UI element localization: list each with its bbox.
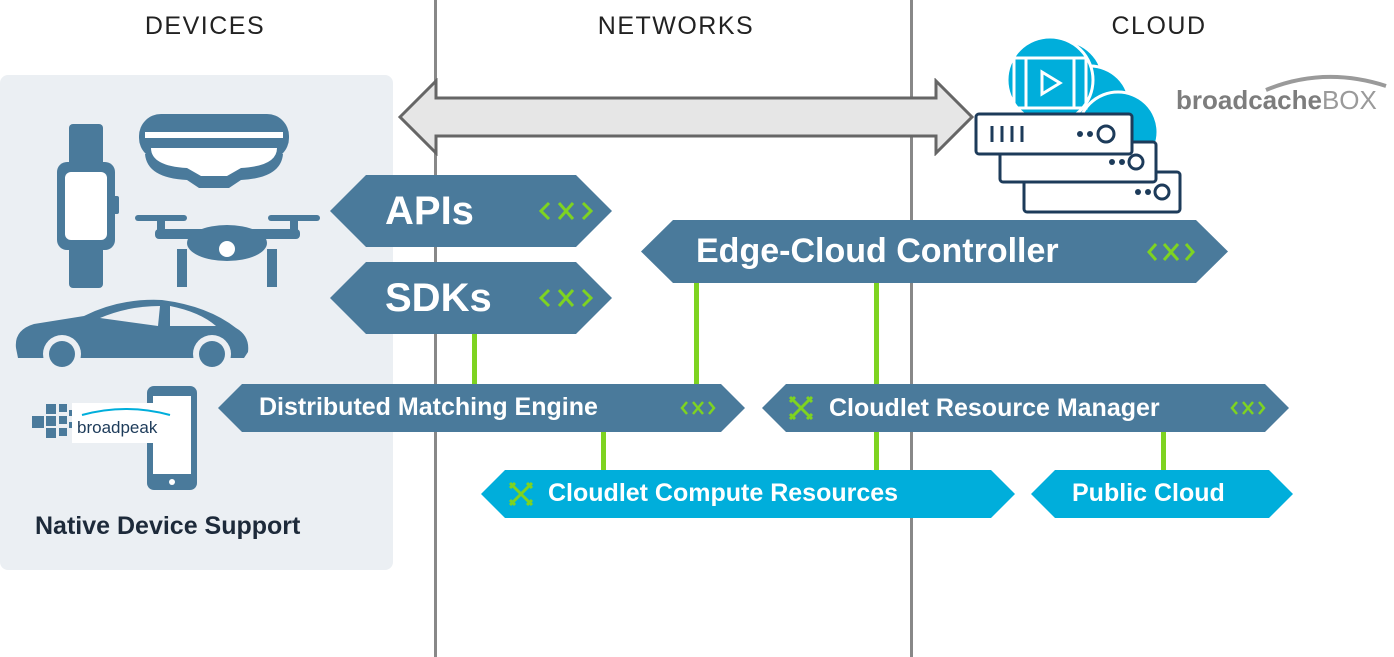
cloudlet-x-icon <box>507 480 535 508</box>
connector-sdks-dme <box>472 333 477 386</box>
server-stack-icon <box>974 38 1182 214</box>
connector-crm-public <box>1161 430 1166 472</box>
cloudlet-x-icon <box>787 394 815 422</box>
broadcache-swoosh-icon <box>1265 74 1387 92</box>
api-symbol-icon <box>1147 242 1195 262</box>
car-icon <box>15 299 249 373</box>
broadpeak-swoosh-icon <box>81 408 171 416</box>
broadpeak-logo: broadpeak <box>72 403 179 443</box>
api-symbol-icon <box>1230 400 1266 416</box>
broadcache-box-logo: broadcacheBOX <box>1176 85 1377 115</box>
sdks-label: SDKs <box>385 276 492 320</box>
apis-label: APIs <box>385 189 474 233</box>
distributed-matching-engine-label: Distributed Matching Engine <box>259 393 598 421</box>
api-symbol-icon <box>539 201 593 221</box>
vr-headset-icon <box>139 114 289 188</box>
networks-heading: NETWORKS <box>597 12 755 40</box>
public-cloud-node: Public Cloud <box>1031 470 1293 518</box>
public-cloud-label: Public Cloud <box>1072 479 1225 507</box>
apis-node: APIs <box>330 175 612 247</box>
connector-ecc-dme <box>694 282 699 386</box>
cloud-heading: CLOUD <box>1111 12 1207 40</box>
cloudlet-resource-manager-node: Cloudlet Resource Manager <box>762 384 1289 432</box>
cloudlet-resource-manager-label: Cloudlet Resource Manager <box>829 394 1160 422</box>
api-symbol-icon <box>539 288 593 308</box>
native-device-support-label: Native Device Support <box>35 512 301 540</box>
sdks-node: SDKs <box>330 262 612 334</box>
connector-ecc-crm <box>874 282 879 386</box>
cloudlet-compute-resources-node: Cloudlet Compute Resources <box>481 470 1015 518</box>
cloudlet-compute-resources-label: Cloudlet Compute Resources <box>548 479 899 507</box>
edge-cloud-controller-node: Edge-Cloud Controller <box>641 220 1228 283</box>
broadpeak-logo-icon <box>32 404 75 438</box>
edge-cloud-controller-label: Edge-Cloud Controller <box>696 232 1059 270</box>
distributed-matching-engine-node: Distributed Matching Engine <box>218 384 745 432</box>
bidirectional-arrow-icon <box>397 78 975 156</box>
divider-networks-cloud <box>910 0 913 657</box>
api-symbol-icon <box>680 400 716 416</box>
smartwatch-icon <box>57 124 119 288</box>
connector-dme-compute <box>601 430 606 472</box>
devices-heading: DEVICES <box>144 12 266 40</box>
connector-crm-compute <box>874 430 879 472</box>
drone-icon <box>135 215 320 287</box>
